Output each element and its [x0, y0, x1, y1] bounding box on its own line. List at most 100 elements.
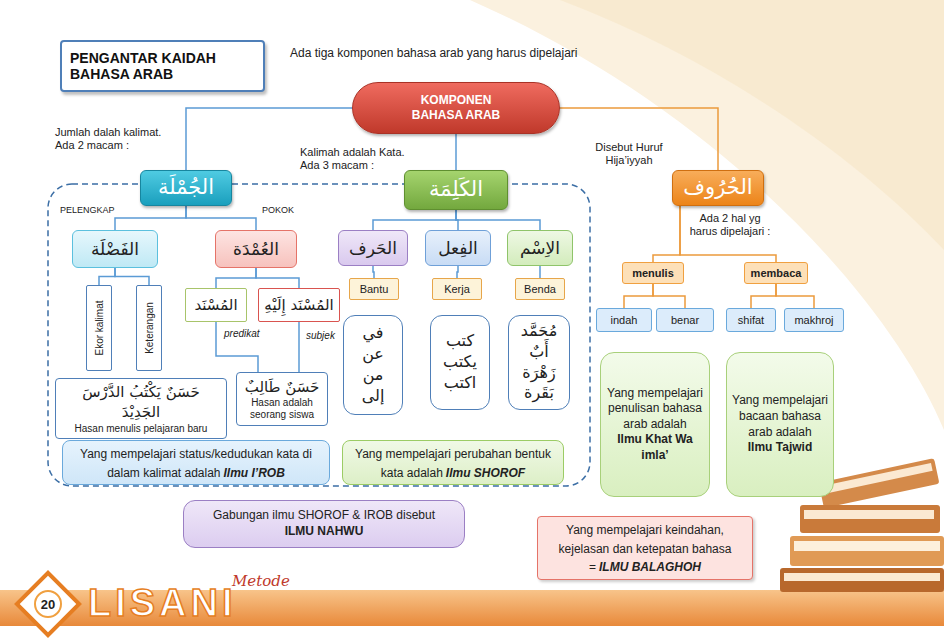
meaning-tag: Bantu	[349, 278, 399, 300]
node-text: الفَضْلَة	[78, 238, 152, 260]
cream-swoosh	[560, 0, 944, 250]
text-label: Kalimah adalah Kata. Ada 3 macam :	[300, 146, 412, 172]
node-text: الحُرُوف	[678, 174, 758, 201]
tree-connector	[373, 266, 374, 278]
tree-connector	[751, 284, 776, 308]
tree-connector	[373, 210, 456, 230]
text-label: POKOK	[262, 205, 312, 216]
vertical-box: Ekor kalimat	[86, 285, 112, 371]
tree-connector	[256, 268, 299, 288]
sub-box: العُمْدَة	[215, 230, 297, 268]
info-box: Yang mempelajari bacaan bahasa arab adal…	[726, 352, 834, 497]
tree-connector	[99, 268, 115, 285]
info-box: Yang mempelajari penulisan bahasa arab a…	[600, 352, 710, 497]
example-box: كتب يكتب اكتب	[430, 315, 490, 410]
node-text: كتب يكتب اكتب	[443, 331, 477, 393]
info-box: Yang mempelajari perubahan bentuk kata a…	[342, 440, 564, 485]
edge-label: subjek	[304, 330, 337, 341]
node-subtext: Ilmu Tajwid	[732, 440, 828, 456]
role-box: المُسْنَد	[185, 288, 247, 322]
note-box: Yang mempelajari keindahan, kejelasan da…	[537, 516, 753, 580]
node-text: KOMPONEN BAHASA ARAB	[401, 93, 511, 123]
node-text: الاِسْم	[513, 237, 567, 259]
type-box: الفِعل	[425, 230, 491, 266]
node-subtext: ILMU BALAGHOH	[599, 560, 701, 574]
node-text: الحَرف	[344, 237, 402, 259]
node-text: Keterangan	[144, 302, 155, 354]
role-box: المُسْنَد إِلَيْهِ	[258, 288, 340, 322]
node-text: indah	[600, 314, 648, 326]
node-subtext: Ilmu SHOROF	[446, 466, 525, 480]
root-box: KOMPONEN BAHASA ARAB	[352, 82, 560, 134]
node-text: Yang mempelajari penulisan bahasa arab a…	[606, 386, 704, 433]
node-text: Ekor kalimat	[94, 300, 105, 355]
node-text: Bantu	[353, 283, 395, 295]
type-box: الاِسْم	[507, 230, 573, 266]
node-text: Yang mempelajari bacaan bahasa arab adal…	[732, 393, 828, 440]
example-box: حَسَنٌ يَكْتُبُ الدَّرْسَ الجَدِيْدَHasa…	[55, 378, 227, 439]
node-text: حَسَنٌ يَكْتُبُ الدَّرْسَ الجَدِيْدَ	[61, 382, 221, 423]
example-box: مُحَمَّد أَبٌ زَهْرَة بَقَرة	[508, 315, 570, 410]
tree-connector	[457, 266, 458, 278]
category-box: الجُمْلَة	[140, 170, 232, 206]
category-box: الكَلِمَة	[404, 170, 508, 210]
node-text: في عن من إلى	[362, 323, 385, 406]
node-text: Kerja	[436, 283, 478, 295]
title-box: PENGANTAR KAIDAH BAHASA ARAB	[60, 40, 265, 92]
vertical-box: Keterangan	[136, 285, 162, 371]
tree-connector	[680, 206, 776, 262]
node-text: العُمْدَة	[221, 238, 291, 260]
node-subtext: Ilmu Khat Wa imla’	[606, 432, 704, 463]
title-text: PENGANTAR KAIDAH BAHASA ARAB	[70, 50, 235, 82]
tree-connector	[216, 268, 256, 288]
text-label: Jumlah dalah kalimat. Ada 2 macam :	[55, 126, 180, 152]
aspect-tag: shifat	[726, 308, 776, 332]
category-box: الحُرُوف	[672, 170, 764, 206]
info-box: Yang mempelajari status/kedudukan kata d…	[62, 440, 330, 485]
node-text: membaca	[748, 267, 804, 279]
tree-connector	[455, 134, 457, 170]
sub-box: الفَضْلَة	[72, 230, 158, 268]
skill-tag: membaca	[744, 262, 808, 284]
tree-connector	[653, 284, 685, 308]
brand-script: Metode	[232, 572, 312, 590]
tree-connector	[115, 206, 186, 230]
node-text: الجُمْلَة	[146, 174, 226, 201]
text-label: 20	[36, 597, 60, 613]
logo-diamond	[17, 573, 79, 635]
text-label: Ada 2 hal yg harus dipelajari :	[688, 212, 772, 238]
type-box: الحَرف	[338, 230, 408, 266]
tree-connector	[624, 284, 653, 308]
dashed-region	[48, 184, 590, 486]
node-text: Gabungan ilmu SHOROF & IROB disebut	[189, 508, 459, 524]
example-box: في عن من إلى	[343, 315, 403, 415]
node-text: الكَلِمَة	[410, 176, 502, 203]
example-box: حَسَنٌ طَالِبٌHasan adalah seorang siswa	[236, 372, 328, 426]
edge-label: predikat	[222, 328, 262, 339]
tree-connector	[115, 268, 149, 285]
node-text: مُحَمَّد أَبٌ زَهْرَة بَقَرة	[521, 321, 558, 404]
meaning-tag: Kerja	[432, 278, 482, 300]
node-text: المُسْنَد	[191, 295, 241, 315]
tree-connector	[653, 206, 680, 262]
node-text: menulis	[626, 267, 680, 279]
tree-connector	[186, 206, 256, 230]
tree-connector	[776, 284, 814, 308]
tree-connector	[539, 266, 541, 278]
text-label: Disebut Huruf Hija’iyyah	[588, 141, 670, 167]
node-text: الفِعل	[431, 237, 485, 259]
aspect-tag: indah	[596, 308, 652, 332]
node-text: makhroj	[788, 314, 840, 326]
tree-connector	[456, 210, 540, 230]
node-text: Benda	[519, 283, 561, 295]
skill-tag: menulis	[622, 262, 684, 284]
node-subtext: Ilmu I’ROB	[224, 466, 285, 480]
node-subtext: Hasan menulis pelajaran baru	[61, 423, 221, 435]
node-text: المُسْنَد إِلَيْهِ	[264, 295, 334, 315]
aspect-tag: benar	[656, 308, 714, 332]
summary-box: Gabungan ilmu SHOROF & IROB disebutILMU …	[183, 500, 465, 548]
text-label: PELENGKAP	[60, 205, 130, 216]
tree-connector	[298, 322, 300, 372]
text-label: Ada tiga komponen bahasa arab yang harus…	[290, 46, 650, 60]
node-subtext: Hasan adalah seorang siswa	[242, 397, 322, 421]
